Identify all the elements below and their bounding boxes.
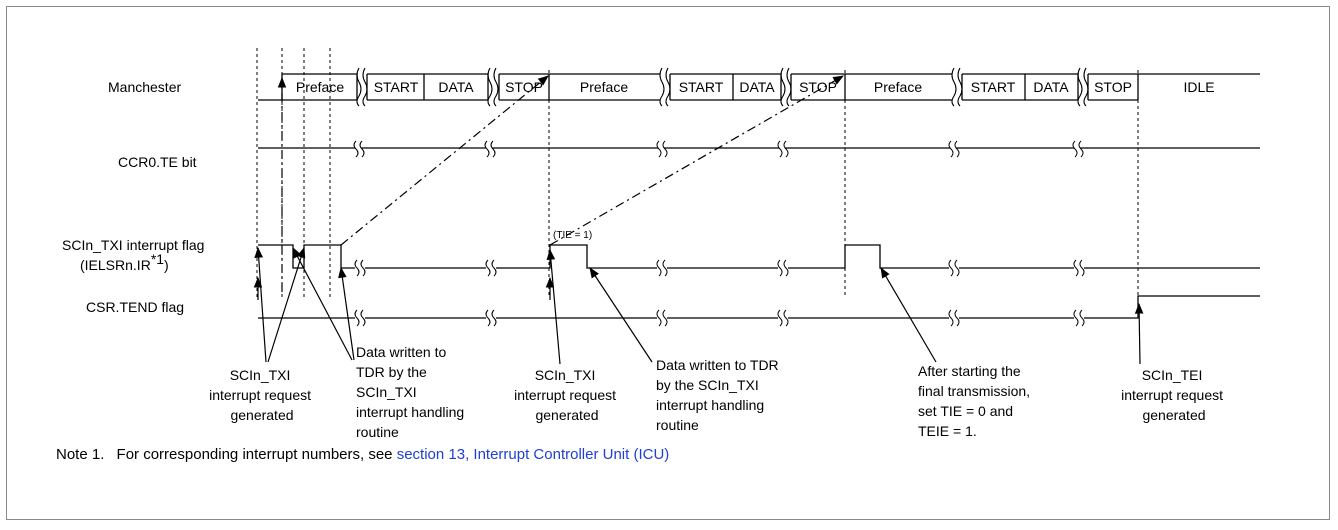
signal-label-txi-flag-sub: (IELSRn.IR*1) xyxy=(80,251,169,273)
footnote-text: For corresponding interrupt numbers, see xyxy=(116,446,397,463)
segment-start-3: START xyxy=(971,79,1016,95)
tend-flag-breaks xyxy=(354,309,1085,327)
segment-start-1: START xyxy=(374,79,419,95)
annotation-txi-request-1: SCIn_TXI interrupt request generated xyxy=(209,367,315,423)
manchester-waveform xyxy=(258,73,1260,101)
ccr0-te-breaks xyxy=(353,140,1084,158)
diagram-frame xyxy=(6,6,1330,520)
annotation-txi-request-2: SCIn_TXI interrupt request generated xyxy=(514,367,620,423)
manchester-segment-labels: Preface START DATA STOP Preface START DA… xyxy=(296,79,1215,95)
segment-preface-3: Preface xyxy=(874,79,922,95)
annotation-data-written-1: Data written to TDR by the SCIn_TXI inte… xyxy=(356,344,468,440)
signal-label-manchester: Manchester xyxy=(108,79,181,95)
txi-flag-breaks xyxy=(354,259,1085,277)
segment-data-1: DATA xyxy=(438,79,474,95)
segment-stop-3: STOP xyxy=(1094,79,1132,95)
segment-preface-1: Preface xyxy=(296,79,344,95)
annotation-leaders xyxy=(254,246,1144,365)
txi-flag-waveform xyxy=(258,244,1260,269)
tend-flag-waveform xyxy=(258,295,1260,319)
annotation-data-written-2: Data written to TDR by the SCIn_TXI inte… xyxy=(656,357,783,433)
segment-data-2: DATA xyxy=(739,79,775,95)
signal-label-txi-flag: SCIn_TXI interrupt flag xyxy=(62,237,204,253)
segment-start-2: START xyxy=(679,79,724,95)
request-markers xyxy=(253,276,555,300)
signal-label-ccr0-te: CCR0.TE bit xyxy=(118,154,197,170)
footnote-number: Note 1. xyxy=(56,446,105,463)
write-trigger-arrows xyxy=(277,75,844,292)
tie-label: (TIE = 1) xyxy=(553,230,592,241)
manchester-breaks xyxy=(356,67,1089,107)
segment-stop-1: STOP xyxy=(505,79,543,95)
segment-idle: IDLE xyxy=(1183,79,1214,95)
signal-label-tend-flag: CSR.TEND flag xyxy=(86,299,184,315)
segment-data-3: DATA xyxy=(1033,79,1069,95)
section-13-link[interactable]: section 13, Interrupt Controller Unit (I… xyxy=(396,446,670,463)
annotation-final-transmission: After starting the final transmission, s… xyxy=(918,363,1034,439)
segment-preface-2: Preface xyxy=(580,79,628,95)
segment-stop-2: STOP xyxy=(799,79,837,95)
annotation-tei-request: SCIn_TEI interrupt request generated xyxy=(1121,367,1227,423)
footnote: Note 1. For corresponding interrupt numb… xyxy=(56,446,669,463)
timing-guides xyxy=(256,48,1139,298)
